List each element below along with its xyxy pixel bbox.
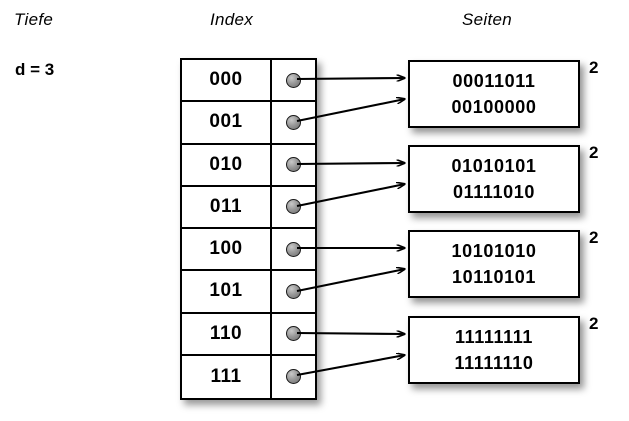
- page-record-count: 2: [589, 228, 599, 247]
- page-box: 11111111 11111110: [408, 316, 580, 384]
- index-row: 111: [182, 355, 315, 398]
- index-pointer-cell: [272, 356, 315, 398]
- pointer-dot-icon: [286, 283, 301, 299]
- index-pointer-cell: [272, 271, 315, 311]
- column-header-tiefe: Tiefe: [14, 10, 54, 29]
- pointer-dot-icon: [286, 114, 301, 130]
- page-record-count: 2: [589, 143, 599, 162]
- pointer-dot-icon: [286, 72, 301, 88]
- index-pointer-cell: [272, 314, 315, 354]
- pointer-dot-icon: [286, 241, 301, 257]
- column-header-seiten: Seiten: [462, 10, 513, 29]
- page-record: 10101010: [451, 240, 537, 261]
- pointer-dot-icon: [286, 326, 301, 342]
- page-record: 11111111: [455, 326, 533, 347]
- depth-value: d = 3: [15, 60, 55, 79]
- page-record: 01111010: [453, 182, 535, 202]
- index-table: 000 001 010 011 100 101 110: [180, 58, 317, 400]
- page-record: 00011011: [452, 70, 536, 91]
- page-record: 00100000: [451, 97, 537, 117]
- index-row: 101: [182, 271, 315, 314]
- index-key: 011: [182, 186, 272, 227]
- index-pointer-cell: [272, 102, 315, 142]
- index-key: 111: [182, 355, 272, 398]
- index-row: 001: [182, 102, 315, 145]
- index-key: 000: [182, 60, 272, 101]
- index-key: 010: [182, 144, 272, 185]
- page-box: 00011011 00100000: [408, 60, 580, 128]
- pointer-dot-icon: [286, 199, 301, 215]
- index-key: 110: [182, 313, 272, 354]
- index-pointer-cell: [272, 187, 315, 227]
- page-record: 01010101: [451, 155, 537, 176]
- pointer-dot-icon: [286, 369, 301, 385]
- index-pointer-cell: [272, 60, 315, 100]
- column-header-index: Index: [210, 10, 254, 29]
- index-pointer-cell: [272, 229, 315, 269]
- index-row: 011: [182, 186, 315, 229]
- index-pointer-cell: [272, 145, 315, 185]
- index-row: 000: [182, 60, 315, 103]
- page-box: 01010101 01111010: [408, 145, 580, 213]
- index-key: 101: [182, 271, 272, 312]
- index-row: 100: [182, 229, 315, 272]
- pointer-dot-icon: [286, 157, 301, 173]
- page-record-count: 2: [589, 58, 599, 77]
- page-record-count: 2: [589, 314, 599, 333]
- index-row: 010: [182, 144, 315, 187]
- index-key: 001: [182, 102, 272, 143]
- page-box: 10101010 10110101: [408, 230, 580, 298]
- page-record: 10110101: [452, 267, 536, 287]
- page-record: 11111110: [454, 353, 534, 373]
- index-row: 110: [182, 313, 315, 356]
- index-key: 100: [182, 229, 272, 270]
